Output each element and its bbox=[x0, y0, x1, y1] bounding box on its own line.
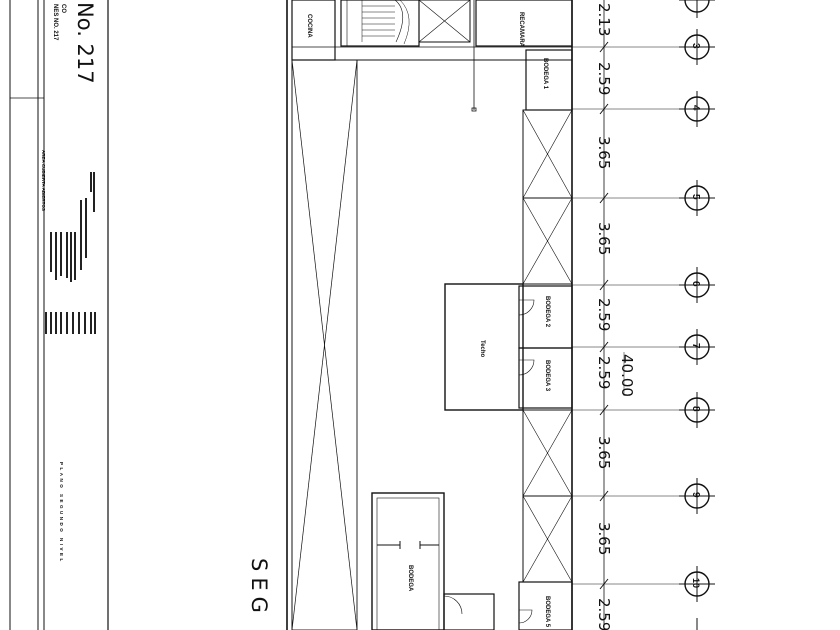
room-label-techo: Techo bbox=[479, 340, 485, 358]
axis-bubble-3: 3 bbox=[679, 29, 715, 65]
sheet-title: PLANO SEGUNDO NIVEL bbox=[59, 462, 64, 564]
axis-bubble-6: 6 bbox=[679, 267, 715, 303]
title-block: No. 217 CO NES NO. 217 AREA CUBIERTA ABI… bbox=[9, 0, 109, 630]
dim-2-3: 2.13 bbox=[595, 3, 613, 36]
axis-bubble-9: 9 bbox=[679, 478, 715, 514]
room-label-bodega-1: BODEGA 1 bbox=[542, 58, 548, 90]
area-table bbox=[45, 172, 96, 334]
dim-5-6: 3.65 bbox=[595, 222, 613, 255]
room-cocina: COCINA bbox=[291, 0, 336, 61]
axis-label-9: 9 bbox=[690, 492, 701, 498]
code-line-2: NES NO. 217 bbox=[52, 4, 58, 41]
axis-bubble-4: 4 bbox=[679, 91, 715, 127]
axis-label-5: 5 bbox=[690, 194, 701, 200]
dim-9-10: 3.65 bbox=[595, 522, 613, 555]
axis-label-8: 8 bbox=[690, 406, 701, 412]
void-area bbox=[291, 59, 358, 630]
dimension-line bbox=[572, 0, 680, 630]
room-label-cocina: COCINA bbox=[306, 14, 312, 38]
axis-label-4: 4 bbox=[690, 105, 701, 111]
axis-bubble-2 bbox=[679, 0, 715, 18]
axis-bubble-8: 8 bbox=[679, 392, 715, 428]
room-techo: Techo bbox=[444, 283, 524, 411]
room-label-bodega-2: BODEGA 2 bbox=[544, 296, 550, 328]
room-label-bodega-6: BODEGA bbox=[407, 565, 413, 592]
code-line-1: CO bbox=[60, 4, 66, 13]
dim-3-4: 2.59 bbox=[595, 62, 613, 95]
grid-axes: 3 4 5 6 7 8 bbox=[679, 0, 715, 630]
room-bodega-2: BODEGA 2 bbox=[518, 285, 573, 349]
axis-label-3: 3 bbox=[690, 43, 701, 49]
dim-8-9: 3.65 bbox=[595, 436, 613, 469]
room-recamara: RECAMARA bbox=[475, 0, 573, 48]
room-bodega-1: BODEGA 1 bbox=[525, 49, 573, 111]
axis-bubble-7: 7 bbox=[679, 329, 715, 365]
axis-bubble-5: 5 bbox=[679, 180, 715, 216]
building-outline bbox=[286, 0, 573, 630]
dim-7-8: 2.59 bbox=[595, 356, 613, 389]
dim-6-7: 2.59 bbox=[595, 298, 613, 331]
section-title: SEG bbox=[247, 558, 271, 619]
axis-label-6: 6 bbox=[690, 281, 701, 287]
area-label: AREA CUBIERTA ABIERTOS bbox=[41, 150, 46, 211]
room-bodega-3: BODEGA 3 bbox=[518, 347, 573, 409]
room-label-recamara: RECAMARA bbox=[518, 12, 524, 48]
storage-crosses-upper bbox=[522, 109, 573, 285]
dim-total: 40.00 bbox=[618, 354, 636, 397]
room-bodega-5: BODEGA 5 bbox=[518, 581, 573, 630]
axis-label-10: 10 bbox=[691, 578, 701, 588]
room-bodega-6: BODEGA bbox=[371, 492, 495, 630]
room-label-bodega-5: BODEGA 5 bbox=[544, 596, 550, 628]
storage-crosses-lower bbox=[522, 409, 573, 583]
room-label-bodega-3: BODEGA 3 bbox=[544, 360, 550, 392]
stairs bbox=[340, 0, 420, 47]
dim-10-end: 2.59 bbox=[595, 598, 613, 630]
plan-number: No. 217 bbox=[73, 2, 97, 84]
axis-label-7: 7 bbox=[690, 343, 701, 349]
shaft bbox=[418, 0, 477, 112]
axis-bubble-10: 10 bbox=[679, 566, 715, 602]
dim-4-5: 3.65 bbox=[595, 136, 613, 169]
